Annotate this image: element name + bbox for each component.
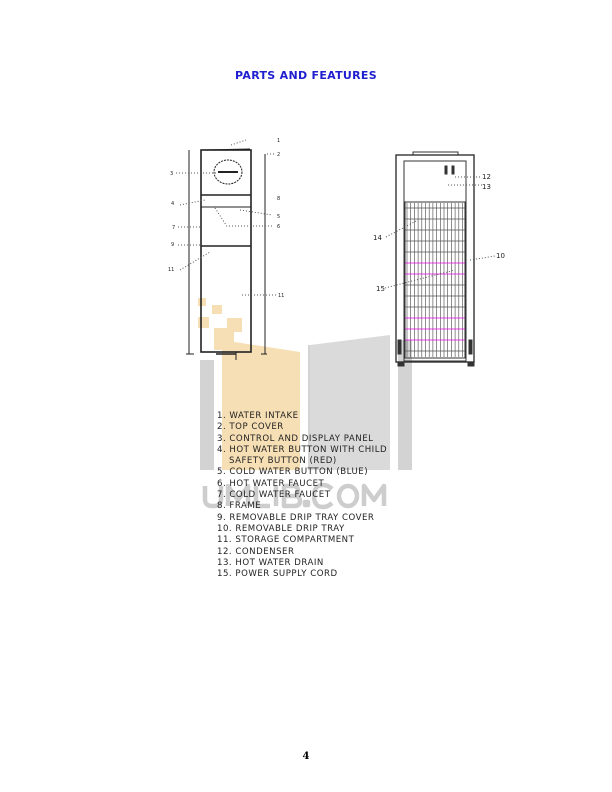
- list-item: 6. HOT WATER FAUCET: [217, 478, 325, 489]
- list-item: 11. STORAGE COMPARTMENT: [217, 535, 355, 546]
- list-item: 1. WATER INTAKE: [217, 411, 299, 421]
- front-view-callouts: 1 2 3 4 5 6 7 8 9 11 11: [168, 138, 284, 299]
- callout-9: 9: [171, 242, 174, 248]
- page-number: 4: [302, 751, 310, 762]
- callout-6: 6: [277, 224, 280, 230]
- callout-4: 4: [171, 201, 174, 207]
- list-item: 10. REMOVABLE DRIP TRAY: [217, 523, 345, 534]
- callout-5: 5: [277, 214, 280, 220]
- list-item: 9. REMOVABLE DRIP TRAY COVER: [217, 512, 375, 523]
- list-item: 4. HOT WATER BUTTON WITH CHILD: [217, 444, 388, 455]
- list-item: 2. TOP COVER: [217, 422, 284, 433]
- list-item: 3. CONTROL AND DISPLAY PANEL: [217, 433, 374, 444]
- list-item: 7. COLD WATER FAUCET: [217, 490, 331, 501]
- watermark-logo: [198, 298, 412, 510]
- parts-list: 1. WATER INTAKE 2. TOP COVER 3. CONTROL …: [217, 411, 387, 580]
- list-item: 12. CONDENSER: [217, 546, 295, 557]
- list-item: 5. COLD WATER BUTTON (BLUE): [217, 467, 369, 478]
- front-view-diagram: [176, 139, 276, 360]
- page-title: PARTS AND FEATURES: [235, 69, 377, 82]
- list-item: 8. FRAME: [217, 501, 262, 512]
- callout-15: 15: [376, 285, 385, 293]
- callout-14: 14: [373, 234, 382, 242]
- callout-3: 3: [170, 171, 173, 177]
- list-item: SAFETY BUTTON (RED): [229, 456, 337, 467]
- callout-11a: 11: [168, 267, 174, 273]
- callout-10: 10: [496, 252, 505, 260]
- callout-2: 2: [277, 152, 280, 158]
- back-view-callouts: 12 13 14 10 15: [373, 173, 505, 293]
- callout-7: 7: [172, 225, 175, 231]
- callout-8: 8: [277, 196, 280, 202]
- callout-13: 13: [482, 183, 491, 191]
- callout-12: 12: [482, 173, 491, 181]
- back-view-diagram: [384, 151, 496, 367]
- callout-11b: 11: [278, 293, 284, 299]
- callout-1: 1: [277, 138, 280, 144]
- watermark-lettering: [202, 482, 387, 510]
- list-item: 13. HOT WATER DRAIN: [217, 557, 324, 568]
- list-item: 15. POWER SUPPLY CORD: [217, 569, 338, 580]
